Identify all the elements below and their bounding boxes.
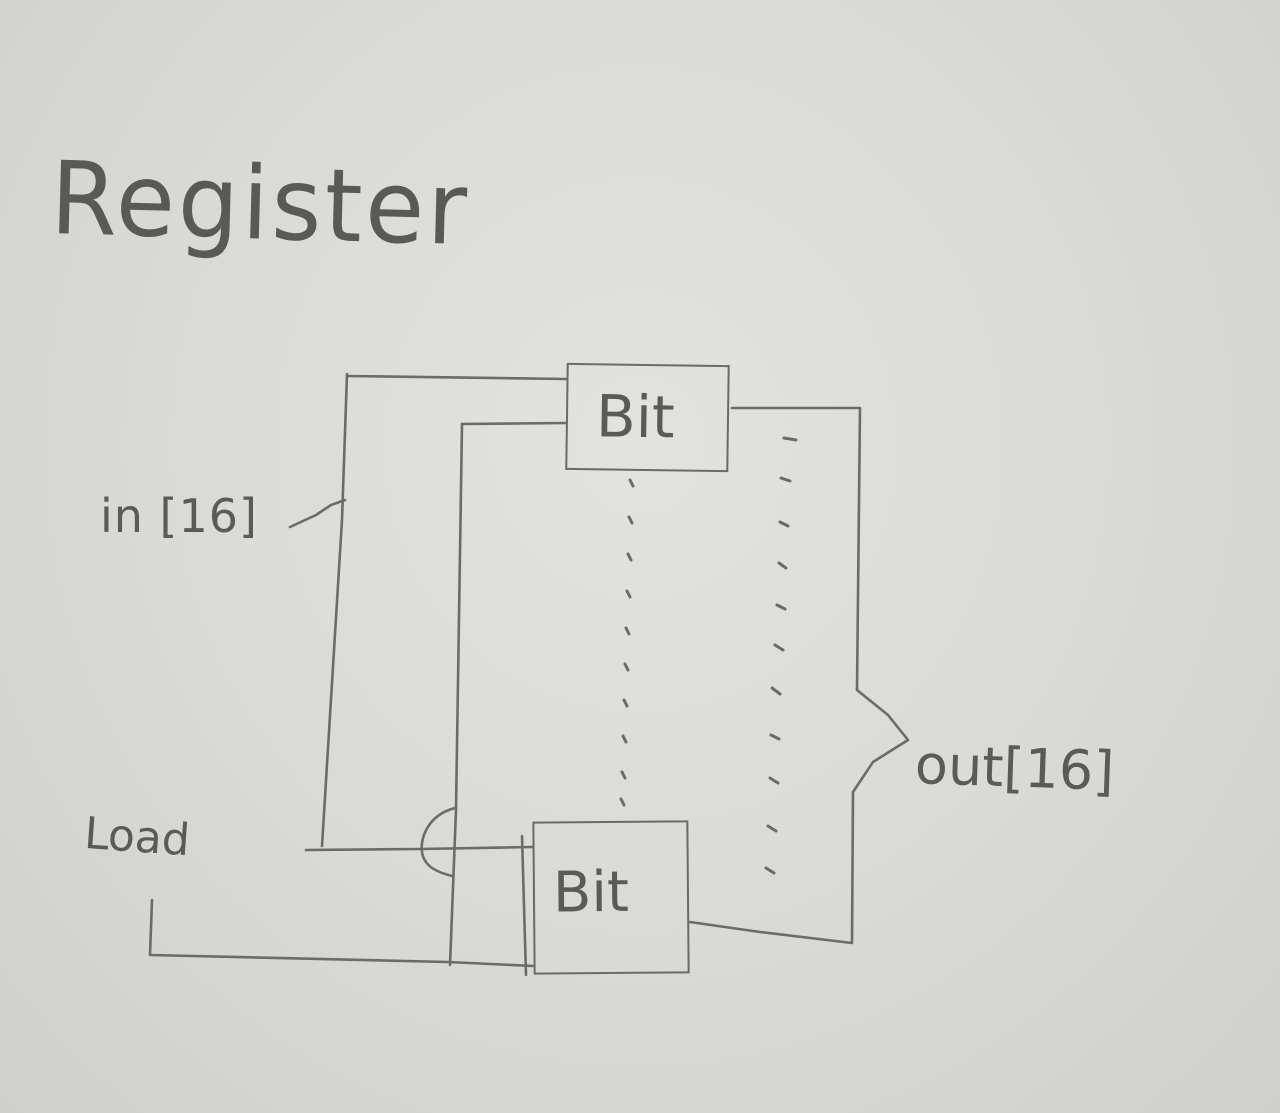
load-to-top-bit bbox=[460, 421, 568, 426]
input-label: in [16] bbox=[100, 489, 258, 543]
load-line bbox=[148, 898, 535, 968]
repeat-dashes-left bbox=[619, 478, 635, 807]
bit-component-top: Bit bbox=[565, 362, 730, 473]
input-to-bottom-bit bbox=[304, 845, 535, 852]
load-label: Load bbox=[82, 808, 192, 867]
bit-label-bottom: Bit bbox=[552, 859, 630, 926]
repeat-dashes-right bbox=[764, 436, 798, 875]
bit-component-bottom: Bit bbox=[532, 820, 690, 975]
bit-label-top: Bit bbox=[595, 382, 676, 452]
output-label: out[16] bbox=[913, 733, 1116, 803]
diagram-title: Register bbox=[49, 139, 472, 269]
top-bit-output bbox=[730, 406, 862, 692]
output-chevron bbox=[851, 688, 910, 794]
input-to-top-bit bbox=[345, 374, 568, 381]
input-bus-wire bbox=[288, 498, 347, 529]
load-join bbox=[520, 834, 528, 977]
load-jump-arc bbox=[420, 806, 457, 878]
bottom-bit-output bbox=[688, 790, 855, 945]
input-bus-vertical bbox=[320, 372, 349, 848]
load-vertical bbox=[448, 422, 464, 967]
